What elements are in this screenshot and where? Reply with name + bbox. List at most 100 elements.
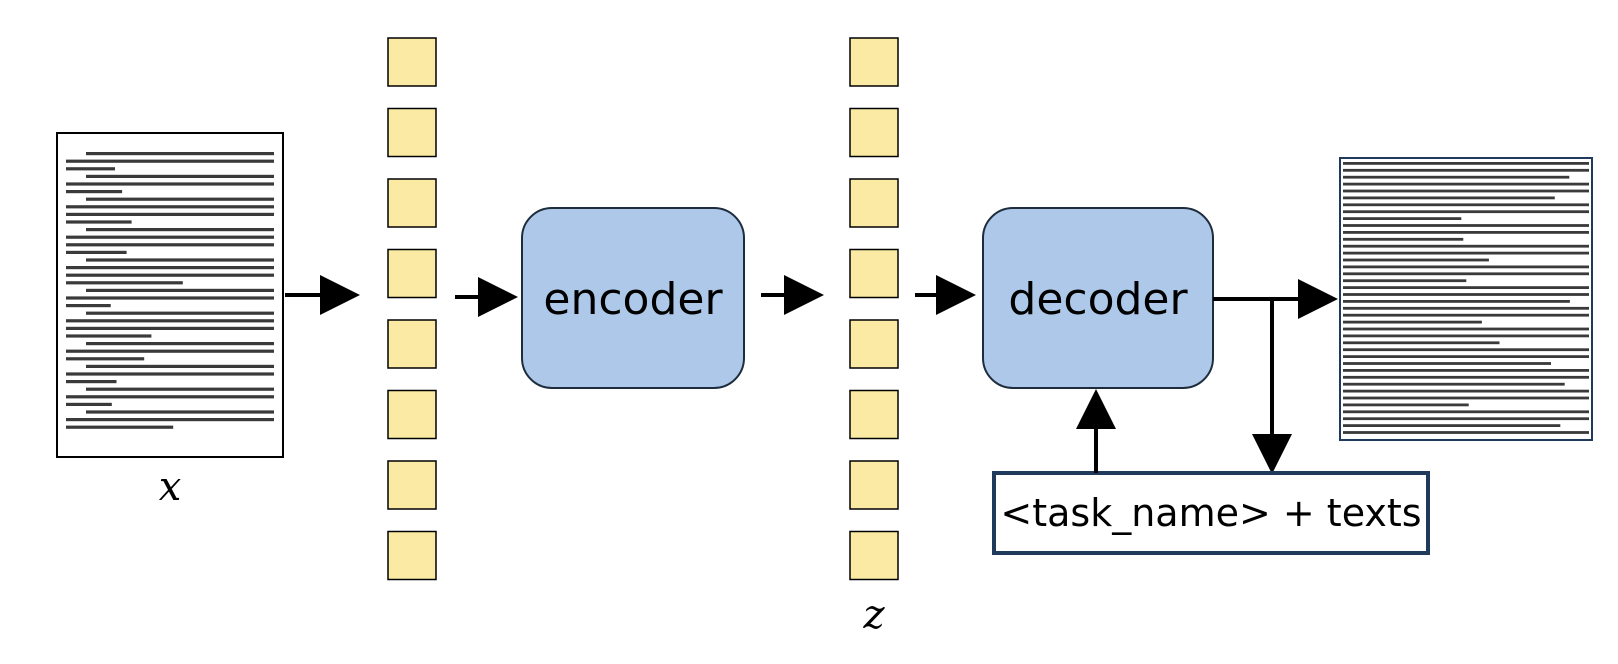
latent-token	[849, 530, 899, 581]
input-text-line	[66, 235, 274, 239]
output-text-line	[1343, 244, 1589, 248]
input-text-line	[86, 410, 274, 414]
input-document-text-lines	[66, 152, 274, 429]
output-text-line	[1343, 168, 1589, 172]
input-text-line	[86, 197, 274, 201]
input-text-line	[66, 220, 132, 224]
prompt-box: <task_name> + texts	[992, 471, 1430, 555]
input-text-line	[66, 296, 274, 300]
input-text-line	[86, 387, 274, 391]
output-text-line	[1343, 362, 1551, 365]
output-text-line	[1343, 348, 1589, 352]
input-text-line	[66, 190, 123, 194]
encoder-label: encoder	[543, 274, 723, 325]
output-text-line	[1343, 313, 1589, 317]
input-text-line	[66, 266, 274, 270]
decoder-block: decoder	[982, 207, 1214, 389]
output-text-line	[1343, 424, 1561, 427]
input-patch-token	[387, 319, 437, 369]
output-text-line	[1343, 355, 1589, 358]
input-text-line	[86, 152, 274, 156]
output-text-line	[1343, 279, 1467, 283]
decoder-label: decoder	[1008, 274, 1188, 325]
input-text-line	[66, 372, 274, 376]
output-text-line	[1343, 237, 1464, 241]
output-text-line	[1343, 389, 1589, 393]
input-text-line	[66, 243, 274, 247]
input-patch-token	[387, 248, 437, 299]
output-text-line	[1343, 203, 1589, 207]
input-text-line	[66, 304, 111, 308]
encoder-box	[521, 207, 745, 389]
output-text-line	[1343, 272, 1589, 276]
input-text-line	[66, 319, 274, 323]
output-document	[1339, 157, 1593, 441]
latent-label: z	[862, 592, 885, 638]
input-text-line	[86, 364, 274, 368]
input-document	[56, 132, 284, 458]
input-text-line	[66, 380, 117, 384]
output-text-line	[1343, 175, 1570, 179]
input-patch-tokens	[387, 37, 437, 581]
input-text-line	[66, 349, 274, 353]
output-text-line	[1343, 431, 1589, 434]
output-text-line	[1343, 327, 1589, 331]
output-document-text-lines	[1343, 162, 1589, 434]
latent-token	[849, 460, 899, 510]
input-text-line	[86, 228, 274, 232]
output-text-line	[1343, 382, 1565, 386]
output-text-line	[1343, 196, 1555, 200]
input-text-line	[66, 402, 112, 406]
input-document-frame	[56, 132, 284, 458]
input-text-line	[66, 334, 152, 338]
output-text-line	[1343, 417, 1589, 421]
input-text-line	[86, 288, 274, 292]
input-label: x	[159, 464, 182, 510]
output-text-line	[1343, 162, 1589, 165]
input-text-line	[86, 342, 274, 346]
input-text-line	[66, 159, 274, 163]
latent-tokens	[849, 37, 899, 581]
output-text-line	[1343, 224, 1589, 227]
latent-token	[849, 389, 899, 440]
input-text-line	[86, 174, 274, 178]
output-text-line	[1343, 396, 1589, 400]
prompt-box-frame	[992, 471, 1430, 555]
input-patch-token	[387, 107, 437, 158]
output-text-line	[1343, 334, 1589, 338]
output-text-line	[1343, 210, 1589, 214]
input-text-line	[66, 273, 274, 277]
output-text-line	[1343, 258, 1489, 262]
encoder-block: encoder	[521, 207, 745, 389]
input-patch-token	[387, 37, 437, 87]
input-text-line	[66, 167, 115, 171]
output-text-line	[1343, 182, 1589, 186]
output-text-line	[1343, 403, 1469, 407]
output-text-line	[1343, 293, 1589, 296]
latent-token	[849, 37, 899, 87]
input-text-line	[86, 258, 274, 262]
input-patch-token	[387, 178, 437, 228]
input-patch-token	[387, 389, 437, 440]
output-text-line	[1343, 300, 1570, 303]
output-text-line	[1343, 375, 1589, 379]
input-text-line	[66, 250, 127, 254]
input-text-line	[66, 326, 274, 330]
input-text-line	[66, 425, 174, 429]
output-text-line	[1343, 265, 1589, 269]
output-text-line	[1343, 306, 1589, 310]
input-patch-token	[387, 530, 437, 581]
input-text-line	[66, 212, 274, 216]
latent-token	[849, 319, 899, 369]
output-text-line	[1343, 286, 1589, 289]
input-patch-token	[387, 460, 437, 510]
input-text-line	[66, 182, 274, 186]
input-text-line	[86, 311, 274, 315]
output-text-line	[1343, 217, 1462, 220]
output-text-line	[1343, 231, 1589, 234]
output-text-line	[1343, 320, 1482, 324]
output-text-line	[1343, 251, 1589, 255]
latent-token	[849, 107, 899, 158]
output-text-line	[1343, 189, 1589, 193]
